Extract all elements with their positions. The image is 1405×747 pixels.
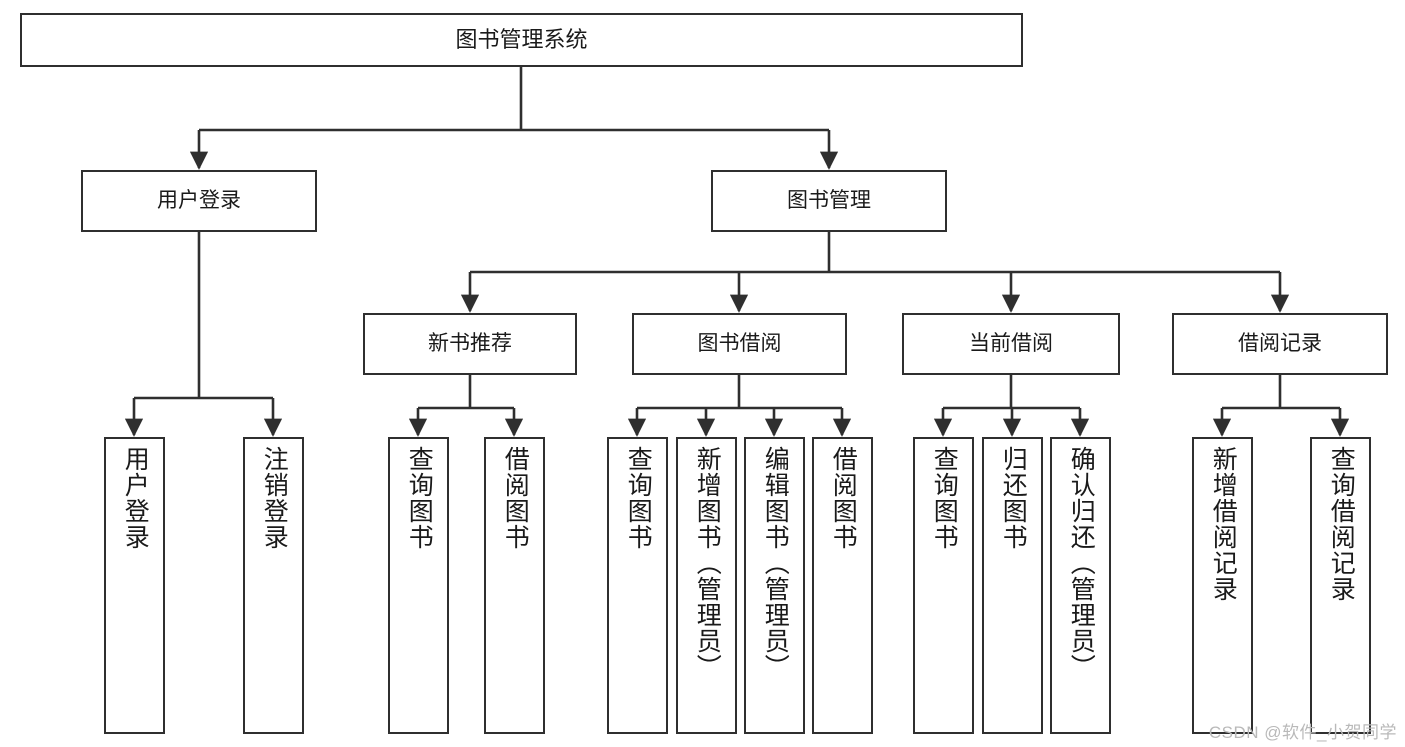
leaf-query-borrow-record[interactable]: 查询借阅记录 <box>1310 437 1371 734</box>
node-book-borrow[interactable]: 图书借阅 <box>632 313 847 375</box>
node-borrow-record[interactable]: 借阅记录 <box>1172 313 1388 375</box>
node-label: 用户登录 <box>121 446 150 550</box>
leaf-query-book-new[interactable]: 查询图书 <box>388 437 449 734</box>
node-user-login[interactable]: 用户登录 <box>81 170 317 232</box>
node-label: 查询图书 <box>624 446 653 550</box>
node-label: 编辑图书（管理员） <box>761 446 790 680</box>
leaf-add-book-admin[interactable]: 新增图书（管理员） <box>676 437 737 734</box>
node-label: 查询图书 <box>930 446 959 550</box>
node-label: 图书借阅 <box>697 332 782 356</box>
node-label: 借阅图书 <box>829 446 858 550</box>
node-label: 借阅记录 <box>1238 332 1322 356</box>
node-current-borrow[interactable]: 当前借阅 <box>902 313 1120 375</box>
leaf-borrow-book[interactable]: 借阅图书 <box>812 437 873 734</box>
node-label: 图书管理 <box>787 189 871 213</box>
node-label: 用户登录 <box>157 189 241 213</box>
node-book-management[interactable]: 图书管理 <box>711 170 947 232</box>
leaf-confirm-return-admin[interactable]: 确认归还（管理员） <box>1050 437 1111 734</box>
node-label: 注销登录 <box>260 446 289 550</box>
leaf-user-login[interactable]: 用户登录 <box>104 437 165 734</box>
node-label: 新增图书（管理员） <box>693 446 722 680</box>
node-label: 图书管理系统 <box>455 26 588 52</box>
node-label: 确认归还（管理员） <box>1067 446 1096 680</box>
node-label: 新书推荐 <box>428 332 512 356</box>
leaf-edit-book-admin[interactable]: 编辑图书（管理员） <box>744 437 805 734</box>
node-label: 借阅图书 <box>501 446 530 550</box>
leaf-query-book-current[interactable]: 查询图书 <box>913 437 974 734</box>
node-label: 查询借阅记录 <box>1327 446 1356 602</box>
leaf-return-book[interactable]: 归还图书 <box>982 437 1043 734</box>
leaf-borrow-book-new[interactable]: 借阅图书 <box>484 437 545 734</box>
node-label: 当前借阅 <box>969 332 1053 356</box>
node-label: 查询图书 <box>405 446 434 550</box>
node-root-system[interactable]: 图书管理系统 <box>20 13 1023 67</box>
csdn-watermark: CSDN @软件_小贺同学 <box>1208 723 1397 742</box>
node-new-book-recommend[interactable]: 新书推荐 <box>363 313 577 375</box>
node-label: 新增借阅记录 <box>1209 446 1238 602</box>
leaf-add-borrow-record[interactable]: 新增借阅记录 <box>1192 437 1253 734</box>
leaf-query-book[interactable]: 查询图书 <box>607 437 668 734</box>
leaf-logout[interactable]: 注销登录 <box>243 437 304 734</box>
node-label: 归还图书 <box>999 446 1028 550</box>
